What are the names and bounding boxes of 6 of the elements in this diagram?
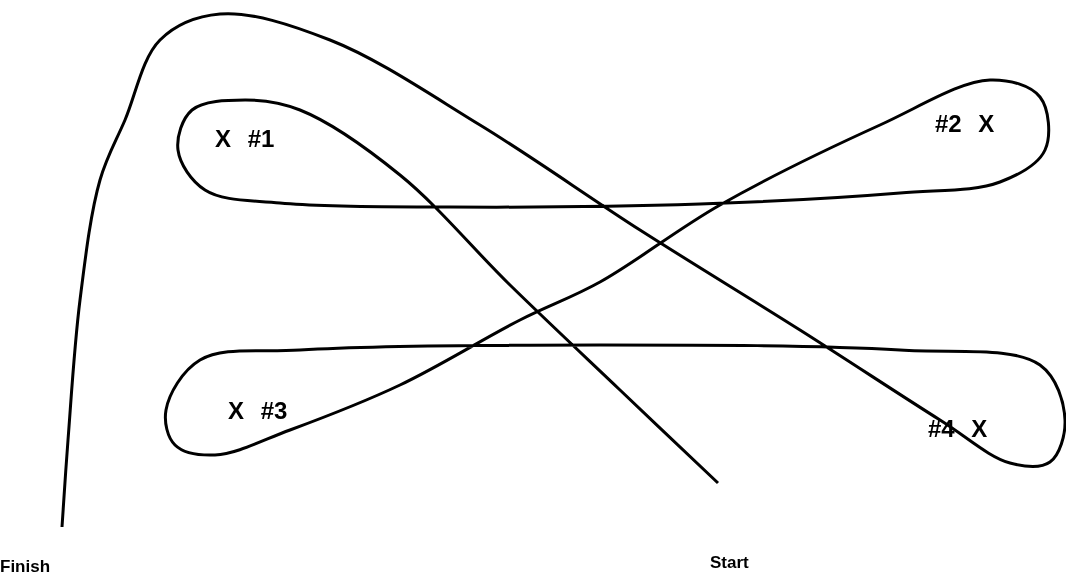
mark-label: X #1	[215, 125, 275, 153]
endpoint-label: Start	[710, 553, 749, 573]
mark-label: #2 X	[935, 110, 995, 138]
endpoint-label: Finish	[0, 557, 51, 577]
mark-label: X #3	[228, 397, 288, 425]
path-line	[60, 12, 1066, 528]
